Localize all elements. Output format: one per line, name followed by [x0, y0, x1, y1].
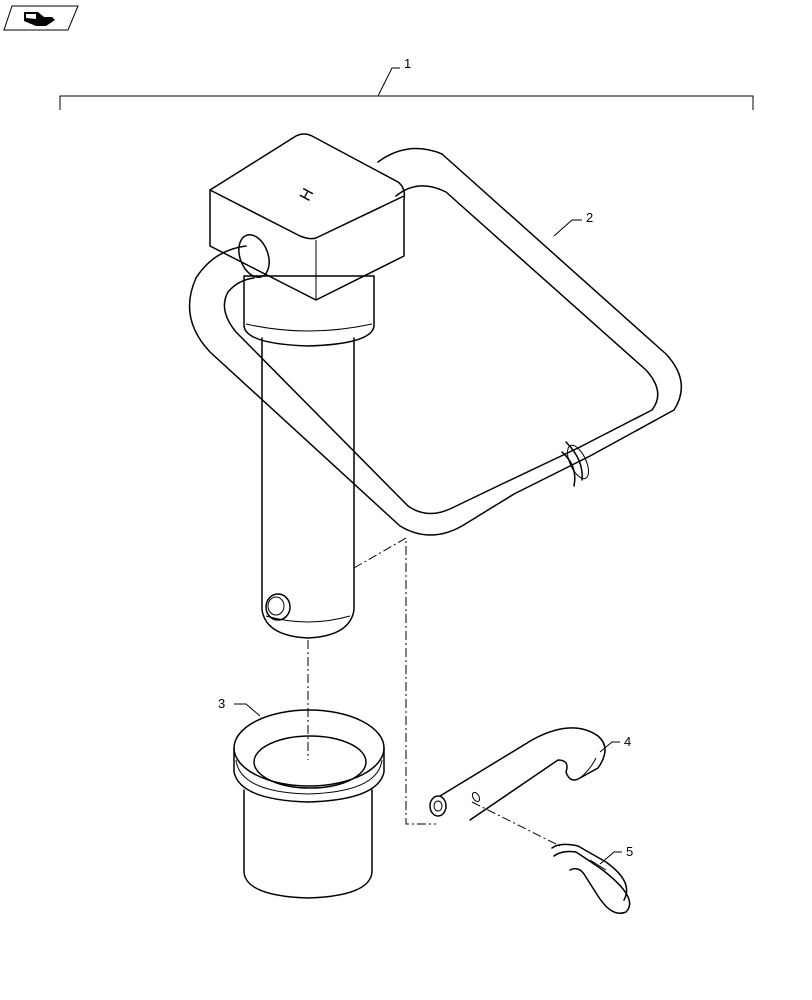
pin-collar	[243, 275, 375, 347]
callout-5: 5	[626, 844, 633, 859]
pin-head: H	[209, 133, 406, 301]
pin-shaft	[261, 337, 355, 639]
centerlines	[307, 537, 561, 847]
callout-3: 3	[218, 696, 225, 711]
callout-1: 1	[404, 56, 411, 71]
pin-head-mark: H	[297, 186, 317, 204]
assembly-bracket	[59, 67, 754, 110]
book-icon[interactable]	[3, 5, 79, 31]
pin-handle	[188, 147, 683, 536]
hitch-pin-assembly: H	[188, 133, 683, 639]
lock-pin	[429, 727, 606, 821]
callout-2: 2	[586, 210, 593, 225]
callout-4: 4	[624, 734, 631, 749]
bushing	[233, 709, 385, 899]
hairpin-clip	[551, 843, 631, 914]
